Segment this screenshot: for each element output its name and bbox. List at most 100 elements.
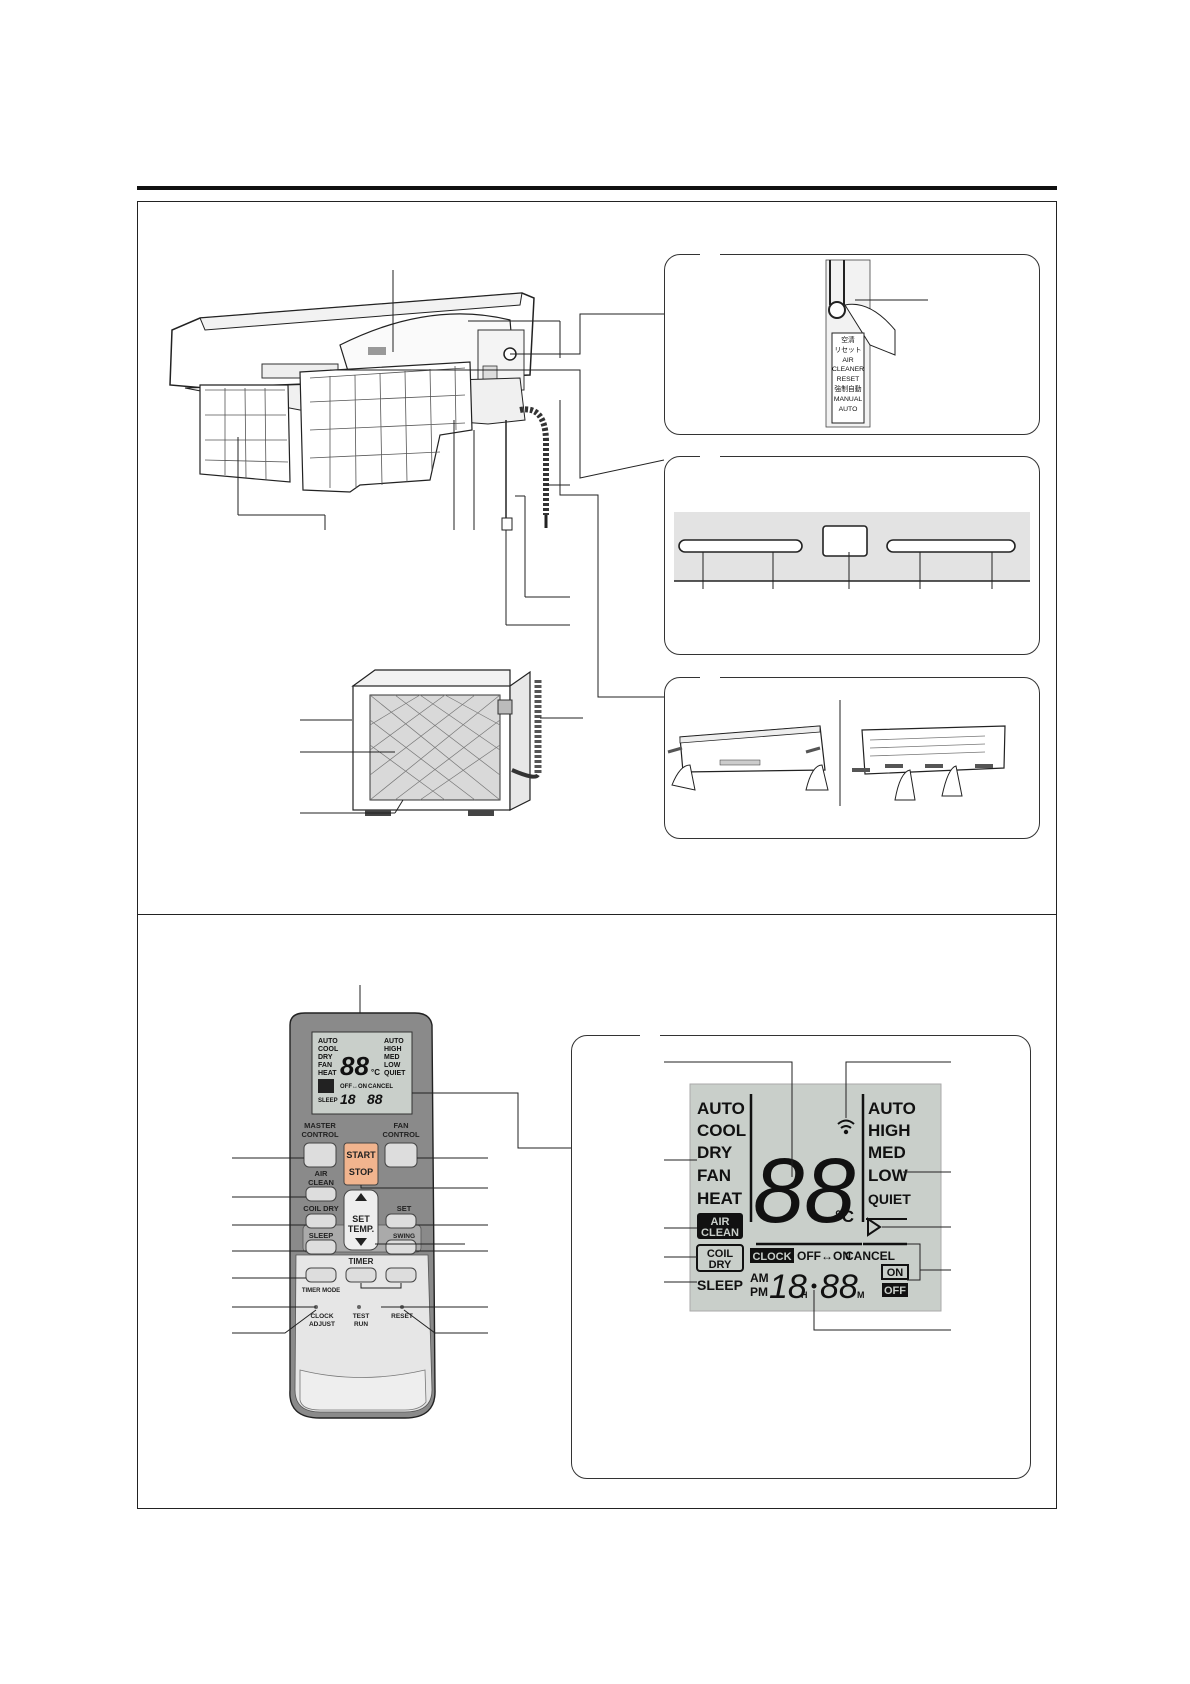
test-run-label-1: TEST: [353, 1313, 370, 1320]
timer-mode-label: TIMER MODE: [302, 1288, 340, 1294]
temp-up-icon[interactable]: [355, 1193, 367, 1201]
mini-mode-heat: HEAT: [318, 1070, 337, 1077]
remote-lcd-mini: AUTO COOL DRY FAN HEAT AUTO HIGH MED LOW…: [318, 1038, 406, 1107]
swing-button[interactable]: [385, 1239, 417, 1255]
fan-control-button[interactable]: [384, 1142, 418, 1168]
master-control-label-1: MASTER: [304, 1121, 336, 1130]
set-temp-rocker[interactable]: [343, 1189, 379, 1251]
mini-hour-digits: 18: [340, 1091, 356, 1107]
air-clean-button[interactable]: [305, 1186, 337, 1202]
header-rule: [137, 186, 1057, 190]
label-reset: RESET: [837, 376, 860, 383]
minute-digits: 88: [820, 1268, 858, 1306]
test-run-label-2: RUN: [354, 1321, 368, 1328]
mini-fan-auto: AUTO: [384, 1038, 404, 1045]
mode-auto: AUTO: [697, 1099, 745, 1118]
section-divider: [137, 914, 1057, 916]
hour-unit: H: [801, 1290, 808, 1300]
timer-down-button[interactable]: [345, 1267, 377, 1283]
mode-heat: HEAT: [697, 1189, 743, 1208]
mini-fan-low: LOW: [384, 1062, 401, 1069]
label-ja-reset: リセット: [834, 346, 861, 354]
lcd-text: AUTO COOL DRY FAN HEAT AUTO HIGH MED LOW…: [697, 1099, 916, 1306]
fan-control-label-1: FAN: [394, 1121, 409, 1130]
clock-label: CLOCK: [752, 1251, 791, 1263]
coil-dry-box: [696, 1244, 744, 1272]
mini-off-on: OFF↔ON: [340, 1084, 367, 1090]
set-label: SET: [397, 1204, 412, 1213]
on-label: ON: [887, 1267, 904, 1279]
timer-up-button[interactable]: [385, 1267, 417, 1283]
label-manual: MANUAL: [834, 396, 863, 403]
fan-low: LOW: [868, 1166, 909, 1185]
air-clean-badge: [697, 1213, 743, 1239]
am-label: AM: [750, 1271, 769, 1285]
timer-label: TIMER: [349, 1257, 374, 1266]
label-air: AIR: [842, 357, 853, 364]
left-air-filter: [199, 384, 291, 483]
colon-dot: [811, 1283, 817, 1289]
on-badge: [881, 1264, 909, 1280]
off-badge: [882, 1283, 908, 1297]
set-button[interactable]: [385, 1213, 417, 1229]
minute-unit: M: [857, 1290, 865, 1300]
sleep-label: SLEEP: [309, 1231, 334, 1240]
remote-buttons: [303, 1142, 418, 1309]
test-run-hole[interactable]: [357, 1305, 361, 1309]
label-auto: AUTO: [839, 406, 858, 413]
fan-med: MED: [868, 1143, 906, 1162]
swing-label: SWING: [393, 1233, 415, 1240]
outdoor-leader-lines: [300, 717, 583, 814]
air-clean-label-2: CLEAN: [308, 1178, 334, 1187]
outdoor-unit: [351, 669, 542, 816]
fan-auto: AUTO: [868, 1099, 916, 1118]
timer-mode-button[interactable]: [305, 1267, 337, 1283]
coil-dry-button[interactable]: [305, 1213, 337, 1229]
sleep-button[interactable]: [305, 1239, 337, 1255]
master-control-button[interactable]: [303, 1142, 337, 1168]
pm-label: PM: [750, 1285, 768, 1299]
mini-fan-quiet: QUIET: [384, 1070, 406, 1077]
remote-button-labels: MASTER CONTROL FAN CONTROL START STOP AI…: [301, 1121, 419, 1328]
label-cleaner: CLEANER: [832, 366, 864, 373]
air-clean-label-1: AIR: [315, 1169, 329, 1178]
coil-dry-2: DRY: [709, 1259, 732, 1271]
mini-cancel: CANCEL: [368, 1084, 393, 1090]
mini-mode-fan: FAN: [318, 1062, 332, 1069]
mode-cool: COOL: [697, 1121, 746, 1140]
stop-label: STOP: [349, 1167, 373, 1177]
fan-control-label-2: CONTROL: [382, 1130, 419, 1139]
start-label: START: [346, 1150, 376, 1160]
manual-auto-closeup: [700, 252, 928, 428]
mode-fan: FAN: [697, 1166, 731, 1185]
reset-label: RESET: [391, 1313, 413, 1320]
swing-indicator-icon: [867, 1217, 882, 1237]
sleep-indicator: SLEEP: [697, 1277, 743, 1293]
mini-temp-unit: °C: [371, 1068, 380, 1077]
label-ja-air: 空清: [841, 335, 855, 344]
set-temp-label-2: TEMP.: [348, 1224, 374, 1234]
air-clean-1: AIR: [711, 1216, 730, 1228]
temp-down-icon[interactable]: [355, 1238, 367, 1246]
lcd-display: [640, 1033, 942, 1312]
manual-auto-label: 空清 リセット AIR CLEANER RESET 強制自動 MANUAL AU…: [832, 335, 864, 413]
off-on-label: OFF↔ON: [797, 1249, 851, 1263]
fan-quiet: QUIET: [868, 1191, 911, 1207]
off-label: OFF: [884, 1285, 906, 1297]
coil-dry-label: COIL DRY: [303, 1204, 338, 1213]
clock-badge: [750, 1248, 794, 1263]
mini-mode-cool: COOL: [318, 1046, 339, 1053]
mode-dry: DRY: [697, 1143, 733, 1162]
fan-high: HIGH: [868, 1121, 911, 1140]
coil-dry-1: COIL: [707, 1248, 734, 1260]
air-clean-2: CLEAN: [701, 1227, 739, 1239]
lcd-leader-lines: [664, 1061, 951, 1331]
clock-adjust-label-2: ADJUST: [309, 1321, 335, 1328]
temp-unit: °C: [835, 1207, 854, 1226]
signal-icon: [837, 1119, 855, 1135]
mini-mode-dry: DRY: [318, 1054, 333, 1061]
set-temp-label-1: SET: [352, 1214, 370, 1224]
filter-removal-illustration: [667, 675, 1006, 806]
indoor-leader-lines: [237, 270, 665, 698]
